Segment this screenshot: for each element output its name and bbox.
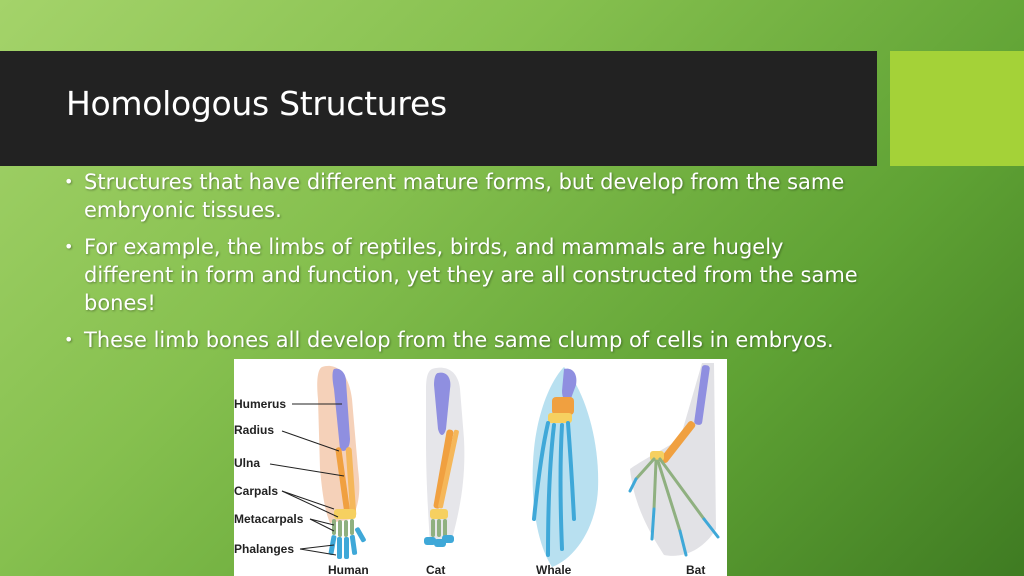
caption-cat: Cat [426,563,445,576]
accent-square [890,51,1024,166]
bullet-text: These limb bones all develop from the sa… [84,328,834,352]
label-phalanges: Phalanges [234,542,294,556]
caption-bat: Bat [686,563,705,576]
label-carpals: Carpals [234,484,278,498]
limb-diagram: Humerus Radius Ulna Carpals Metacarpals … [234,359,727,576]
bullet-dot-icon: • [64,237,74,256]
bullet-item: • Structures that have different mature … [62,168,862,224]
cat-leg [424,367,465,547]
bullet-dot-icon: • [64,172,74,191]
label-humerus: Humerus [234,397,286,411]
slide-title: Homologous Structures [66,84,447,123]
caption-whale: Whale [536,563,572,576]
human-arm [269,365,366,559]
bullet-dot-icon: • [64,330,74,349]
whale-flipper [532,367,599,567]
limb-diagram-svg: Humerus Radius Ulna Carpals Metacarpals … [234,363,720,576]
caption-human: Human [328,563,369,576]
bat-wing [628,363,720,557]
bullet-item: • These limb bones all develop from the … [62,326,862,354]
bullet-list: • Structures that have different mature … [62,168,862,363]
label-ulna: Ulna [234,456,260,470]
label-radius: Radius [234,423,274,437]
bullet-text: Structures that have different mature fo… [84,170,845,222]
label-metacarpals: Metacarpals [234,512,304,526]
bullet-item: • For example, the limbs of reptiles, bi… [62,233,862,317]
bullet-text: For example, the limbs of reptiles, bird… [84,235,858,315]
title-bar [0,51,877,166]
